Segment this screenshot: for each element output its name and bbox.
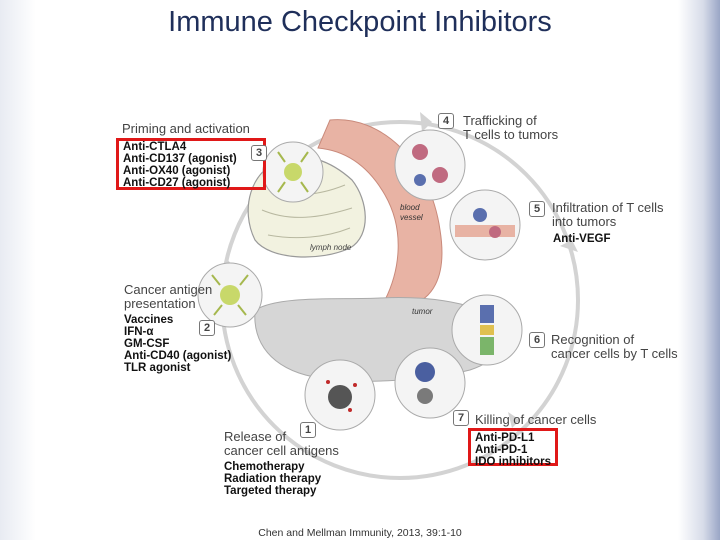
drug-ido-inhibitors: IDO inhibitors (475, 456, 552, 468)
drug-anti-cd40: Anti-CD40 (agonist) (124, 350, 232, 362)
step2-number-badge: 2 (199, 320, 215, 336)
step7-title: Killing of cancer cells (475, 412, 597, 427)
vessel-label: vessel (400, 213, 423, 222)
step2-drug-list: Vaccines IFN-α GM-CSF Anti-CD40 (agonist… (124, 314, 231, 374)
drug-chemotherapy: Chemotherapy (224, 461, 305, 473)
highlight-box-killing (468, 428, 558, 466)
step1-title: Release of cancer cell antigens (224, 430, 339, 458)
drug-anti-pd-l1: Anti-PD-L1 (475, 432, 535, 444)
panel-antigen-release (304, 359, 376, 431)
panel-recognition (451, 294, 523, 366)
blood-label: blood (400, 203, 420, 212)
cycle-arrowhead-top (420, 112, 432, 132)
highlight-box-priming (116, 138, 266, 190)
step1-title-line2: cancer cell antigens (224, 443, 339, 458)
left-background-band (0, 0, 36, 540)
step2-title-line2: presentation (124, 296, 196, 311)
drug-anti-ctla4: Anti-CTLA4 (123, 141, 187, 153)
drug-anti-ox40: Anti-OX40 (agonist) (123, 165, 231, 177)
step5-title-line1: Infiltration of T cells (552, 200, 664, 215)
step2-title-line1: Cancer antigen (124, 282, 213, 297)
step3-title: Priming and activation (122, 121, 250, 136)
right-background-band (678, 0, 720, 540)
drug-tlr-agonist: TLR agonist (124, 362, 191, 374)
tumor-label: tumor (412, 307, 433, 316)
step6-title: Recognition of cancer cells by T cells (551, 333, 678, 361)
step2-title: Cancer antigen presentation (124, 283, 212, 311)
panel-priming (262, 141, 324, 203)
step3-drug-list: Anti-CTLA4 Anti-CD137 (agonist) Anti-OX4… (123, 141, 237, 189)
panel-infiltration (449, 189, 521, 261)
step7-drug-list: Anti-PD-L1 Anti-PD-1 IDO inhibitors (475, 432, 551, 468)
drug-anti-pd-1: Anti-PD-1 (475, 444, 528, 456)
drug-gm-csf: GM-CSF (124, 338, 170, 350)
step6-title-line1: Recognition of (551, 332, 635, 347)
step4-title-line1: Trafficking of (463, 113, 537, 128)
step5-title-line2: into tumors (552, 214, 617, 229)
cycle-arrowhead-bottom (508, 412, 520, 428)
step4-title-line2: T cells to tumors (463, 127, 559, 142)
step6-number-badge: 6 (529, 332, 545, 348)
drug-anti-cd137: Anti-CD137 (agonist) (123, 153, 237, 165)
step3-number-badge: 3 (251, 145, 267, 161)
lymph-node-label: lymph node (310, 243, 352, 252)
step5-title: Infiltration of T cells into tumors (552, 201, 664, 229)
drug-targeted-therapy: Targeted therapy (224, 485, 317, 497)
drug-vaccines: Vaccines (124, 314, 174, 326)
citation: Chen and Mellman Immunity, 2013, 39:1-10 (258, 527, 462, 539)
step1-drug-list: Chemotherapy Radiation therapy Targeted … (224, 461, 321, 497)
drug-anti-vegf: Anti-VEGF (553, 233, 611, 245)
cycle-arrowhead-right (560, 240, 578, 252)
panel-trafficking (394, 129, 466, 201)
step4-title: Trafficking of T cells to tumors (463, 114, 558, 142)
slide-title: Immune Checkpoint Inhibitors (168, 6, 552, 38)
step7-number-badge: 7 (453, 410, 469, 426)
step5-number-badge: 5 (529, 201, 545, 217)
panel-antigen-presentation (197, 262, 263, 328)
step1-number-badge: 1 (300, 422, 316, 438)
drug-anti-cd27: Anti-CD27 (agonist) (123, 177, 231, 189)
drug-radiation-therapy: Radiation therapy (224, 473, 322, 485)
panel-killing (394, 347, 466, 419)
drug-ifn-alpha: IFN-α (124, 326, 154, 338)
step1-title-line1: Release of (224, 429, 287, 444)
step6-title-line2: cancer cells by T cells (551, 346, 678, 361)
step4-number-badge: 4 (438, 113, 454, 129)
